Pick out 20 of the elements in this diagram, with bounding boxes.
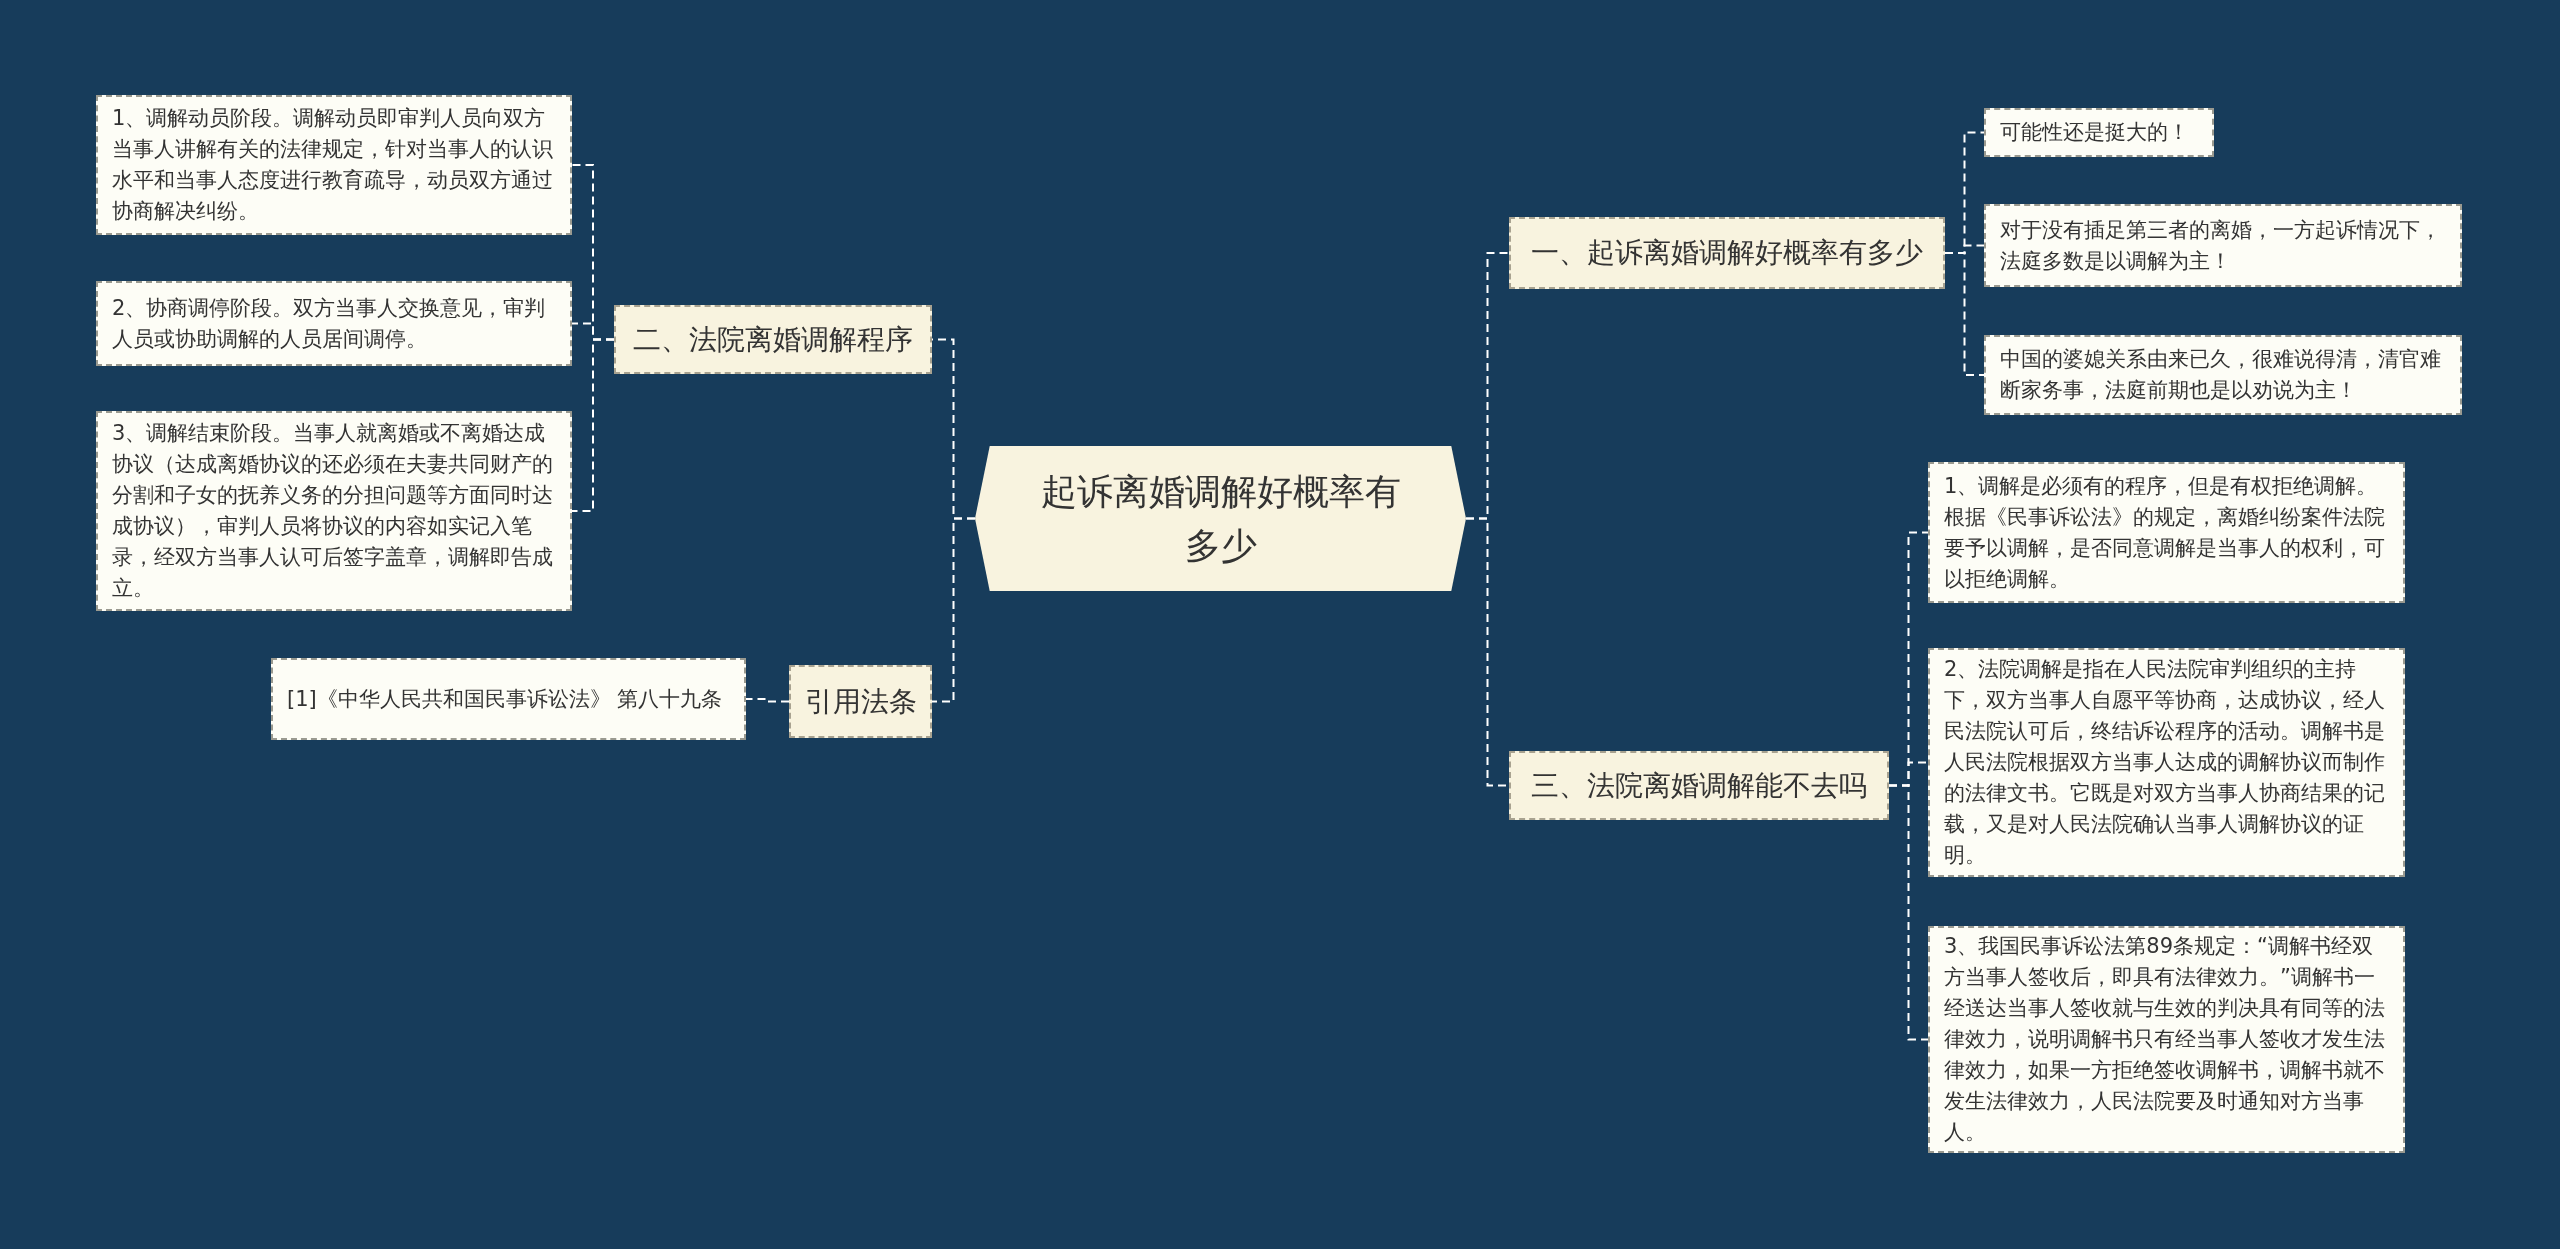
note-box: [1]《中华人民共和国民事诉讼法》 第八十九条 bbox=[271, 658, 746, 740]
central-topic-box: 起诉离婚调解好概率有多少 bbox=[975, 446, 1466, 591]
connector-line bbox=[1888, 784, 1929, 1041]
topic-box: 一、起诉离婚调解好概率有多少 bbox=[1509, 217, 1945, 289]
note-box: 1、调解是必须有的程序，但是有权拒绝调解。根据《民事诉讼法》的规定，离婚纠纷案件法院要予以调解，是否同意调解是当事人的权利，可以拒绝调解。 bbox=[1928, 462, 2405, 603]
note-box: 中国的婆媳关系由来已久，很难说得清，清官难断家务事，法庭前期也是以劝说为主！ bbox=[1984, 335, 2462, 415]
note-box: 2、法院调解是指在人民法院审判组织的主持下，双方当事人自愿平等协商，达成协议，经人民法院认可后，终结诉讼程序的活动。调解书是人民法院根据双方当事人达成的调解协议而制作的法律文书。它既是对双方当事人协商结果的记载，又是对人民法院确认当事人调解协议的证明。 bbox=[1928, 648, 2405, 877]
topic-box: 引用法条 bbox=[789, 665, 932, 738]
connector-line bbox=[571, 338, 615, 512]
note-box: 可能性还是挺大的！ bbox=[1984, 108, 2214, 157]
note-box: 1、调解动员阶段。调解动员即审判人员向双方当事人讲解有关的法律规定，针对当事人的认识水平和当事人态度进行教育疏导，动员双方通过协商解决纠纷。 bbox=[96, 95, 572, 235]
topic-box: 二、法院离婚调解程序 bbox=[614, 305, 932, 374]
connector-line bbox=[745, 698, 790, 703]
note-box: 3、我国民事诉讼法第89条规定：“调解书经双方当事人签收后，即具有法律效力。”调解书一经送达当事人签收就与生效的判决具有同等的法律效力，说明调解书只有经当事人签收才发生法律效力，如果一方拒绝签收调解书，调解书就不发生法律效力，人民法院要及时通知对方当事人。 bbox=[1928, 926, 2405, 1153]
connector-line bbox=[1944, 252, 1985, 376]
note-box: 3、调解结束阶段。当事人就离婚或不离婚达成协议（达成离婚协议的还必须在夫妻共同财产的分割和子女的抚养义务的分担问题等方面同时达成协议），审判人员将协议的内容如实记入笔录，经双方当事人认可后签字盖章，调解即告成立。 bbox=[96, 411, 572, 611]
note-box: 2、协商调停阶段。双方当事人交换意见，审判人员或协助调解的人员居间调停。 bbox=[96, 281, 572, 366]
note-box: 对于没有插足第三者的离婚，一方起诉情况下，法庭多数是以调解为主！ bbox=[1984, 204, 2462, 287]
topic-box: 三、法院离婚调解能不去吗 bbox=[1509, 751, 1889, 820]
connector-line bbox=[931, 517, 976, 703]
